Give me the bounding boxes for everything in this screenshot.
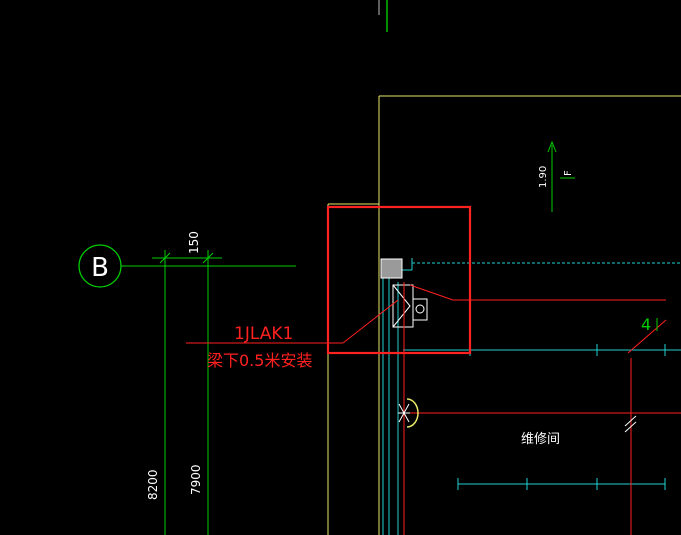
cabinet-symbol[interactable] [392, 284, 428, 328]
dim-150-text: 150 [187, 231, 201, 254]
dim-7900-text: 7900 [189, 464, 203, 495]
wall-device-symbol [398, 398, 419, 428]
selection-box[interactable] [326, 205, 472, 355]
room-name-label: 维修间 [521, 432, 560, 447]
line-number-label: 4 [641, 315, 651, 334]
arrow-f-text: F [563, 170, 574, 176]
red-cable-lines [186, 282, 681, 535]
dim-8200-text: 8200 [146, 469, 160, 500]
equipment-install-note: 梁下0.5米安装 [207, 351, 312, 370]
dim-190-text: 1.90 [538, 166, 549, 188]
right-dim-arrow [547, 140, 575, 212]
dimension-lines [152, 250, 222, 535]
grid-axis-b[interactable]: B [78, 244, 122, 288]
grid-axis-label: B [91, 253, 109, 283]
break-mark [624, 415, 637, 433]
building-outline [327, 95, 681, 535]
column-block [380, 258, 403, 279]
equipment-tag: 1JLAK1 [234, 324, 293, 344]
